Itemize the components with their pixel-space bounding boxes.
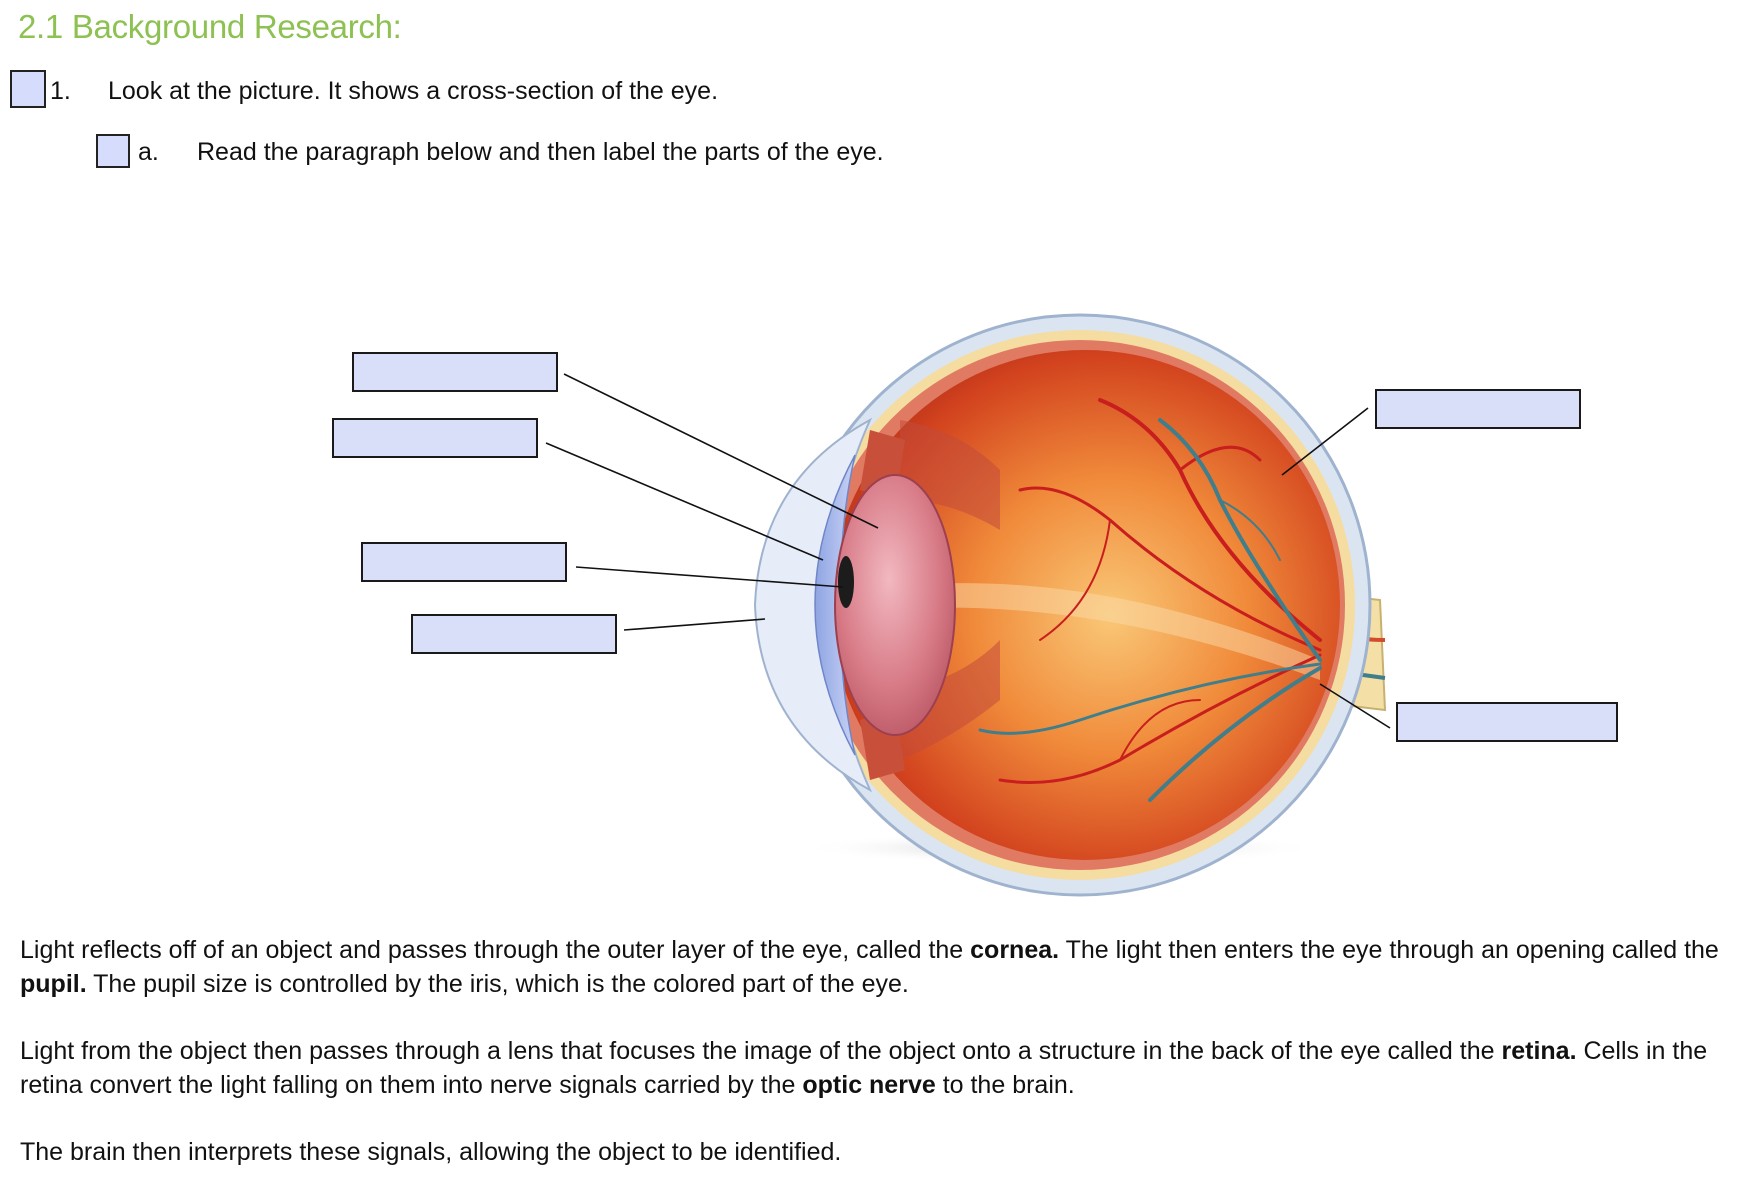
pupil-shape — [838, 556, 854, 608]
label-box-cornea[interactable] — [411, 614, 617, 654]
question-1-text: Look at the picture. It shows a cross-se… — [108, 77, 719, 105]
paragraph-cornea-pupil: Light reflects off of an object and pass… — [20, 933, 1750, 1001]
term-pupil: pupil. — [20, 970, 87, 998]
paragraph-2-text-a: Light from the object then passes throug… — [20, 1037, 1502, 1065]
label-box-retina[interactable] — [1375, 389, 1581, 429]
sclera-shape — [788, 313, 1372, 897]
label-box-pupil[interactable] — [361, 542, 567, 582]
term-retina: retina. — [1501, 1037, 1577, 1065]
paragraph-brain: The brain then interprets these signals,… — [20, 1138, 842, 1166]
iris-shape — [814, 454, 856, 756]
cornea-shape — [753, 417, 873, 793]
question-1a-checkbox[interactable] — [96, 134, 130, 168]
paragraph-2-text-c: Cells in the retina convert the light fa… — [20, 1037, 1708, 1099]
lens-shape — [834, 474, 956, 736]
paragraph-lens-retina: Light from the object then passes throug… — [20, 1034, 1750, 1102]
eye-shadow — [800, 832, 1320, 864]
paragraph-2-text-d: to the brain. — [935, 1071, 1075, 1099]
term-cornea: cornea. — [970, 936, 1060, 964]
question-1a-text: Read the paragraph below and then label … — [197, 138, 884, 166]
question-1a-letter: a. — [138, 138, 159, 166]
paragraph-1-text-c: The light then enters the eye through an… — [1059, 936, 1719, 964]
retinal-vessels — [978, 398, 1322, 802]
ciliary-body — [900, 420, 1000, 760]
question-1-checkbox[interactable] — [10, 70, 46, 108]
optic-nerve-shape — [1288, 588, 1387, 712]
paragraph-1-text-a: Light reflects off of an object and pass… — [20, 936, 971, 964]
question-1-number: 1. — [50, 77, 71, 105]
label-box-optic-nerve[interactable] — [1396, 702, 1618, 742]
label-box-lens[interactable] — [352, 352, 558, 392]
retina-shape — [830, 350, 1340, 860]
paragraph-1-text-d: The pupil size is controlled by the iris… — [86, 970, 909, 998]
term-optic-nerve: optic nerve — [802, 1071, 936, 1099]
label-box-iris[interactable] — [332, 418, 538, 458]
leader-lines — [545, 373, 1391, 729]
section-heading: 2.1 Background Research: — [18, 8, 402, 45]
